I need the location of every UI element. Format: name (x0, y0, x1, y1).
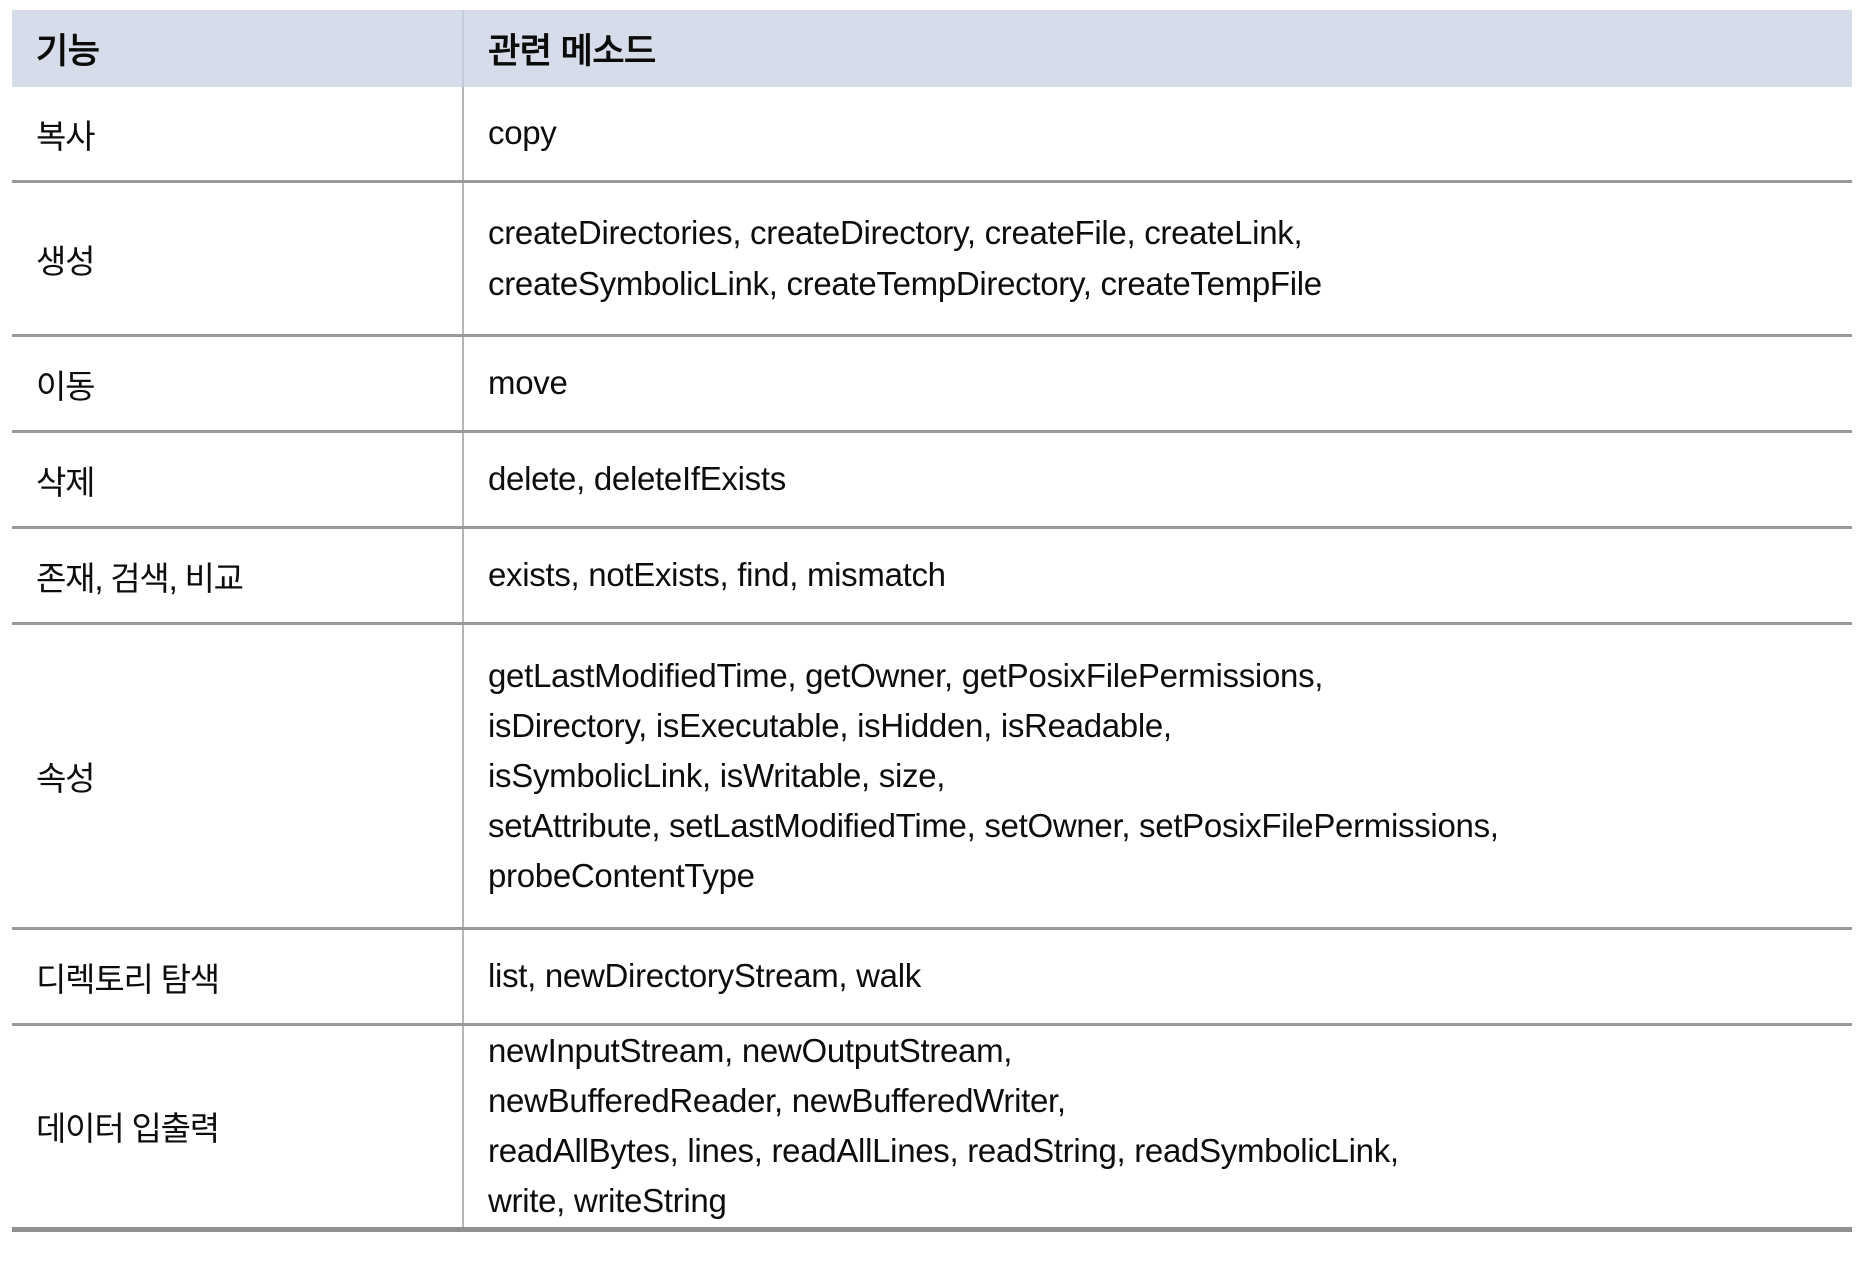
table-row: 생성 createDirectories, createDirectory, cr… (12, 180, 1852, 336)
methods-line: isDirectory, isExecutable, isHidden, isR… (488, 706, 1172, 744)
methods-cell: getLastModifiedTime, getOwner, getPosixF… (462, 622, 1852, 929)
table-row: 복사 copy (12, 87, 1852, 182)
methods-cell: newInputStream, newOutputStream, newBuffe… (462, 1023, 1852, 1230)
methods-line: write, writeString (488, 1182, 727, 1220)
table-container: 기능 관련 메소드 복사 copy 생성 createDirectories, cre… (12, 10, 1852, 1234)
table-row: 속성 getLastModifiedTime, getOwner, getPosi… (12, 622, 1852, 929)
methods-line: readAllBytes, lines, readAllLines, readS… (488, 1132, 1399, 1170)
methods-cell: exists, notExists, find, mismatch (462, 526, 1852, 624)
methods-line: newInputStream, newOutputStream, (488, 1032, 1013, 1069)
column-header-feature: 기능 (12, 10, 463, 87)
methods-line-list: delete, deleteIfExists (488, 454, 1852, 504)
methods-line: list, newDirectoryStream, walk (488, 957, 921, 995)
feature-cell: 디렉토리 탐색 (12, 927, 463, 1025)
feature-cell: 이동 (12, 334, 463, 432)
bottom-border-right (463, 1227, 1852, 1234)
feature-cell: 존재, 검색, 비교 (12, 526, 463, 624)
feature-cell: 생성 (12, 180, 463, 336)
table-footer (12, 1227, 1852, 1234)
methods-line: move (488, 364, 568, 402)
table-row: 디렉토리 탐색 list, newDirectoryStream, walk (12, 927, 1852, 1025)
methods-line-list: exists, notExists, find, mismatch (488, 550, 1852, 600)
methods-line-list: copy (488, 108, 1852, 158)
methods-line-list: move (488, 358, 1852, 408)
methods-line: getLastModifiedTime, getOwner, getPosixF… (488, 656, 1324, 694)
table-row: 삭제 delete, deleteIfExists (12, 430, 1852, 528)
methods-line: createSymbolicLink, createTempDirectory,… (488, 264, 1322, 302)
bottom-border-left (12, 1227, 463, 1234)
methods-line: createDirectories, createDirectory, crea… (488, 214, 1303, 252)
methods-line: probeContentType (488, 857, 755, 895)
table-bottom-border (12, 1227, 1852, 1234)
methods-line: setAttribute, setLastModifiedTime, setOw… (488, 807, 1499, 845)
methods-cell: copy (462, 87, 1852, 182)
methods-line: isSymbolicLink, isWritable, size, (488, 756, 946, 794)
methods-cell: delete, deleteIfExists (462, 430, 1852, 528)
feature-cell: 복사 (12, 87, 463, 182)
methods-line-list: createDirectories, createDirectory, crea… (488, 208, 1852, 308)
methods-line-list: newInputStream, newOutputStream, newBuffe… (488, 1026, 1852, 1227)
header-row: 기능 관련 메소드 (12, 10, 1852, 87)
feature-cell: 속성 (12, 622, 463, 929)
table-row: 존재, 검색, 비교 exists, notExists, find, misma… (12, 526, 1852, 624)
methods-line: exists, notExists, find, mismatch (488, 556, 946, 594)
methods-line: delete, deleteIfExists (488, 460, 786, 498)
table-header: 기능 관련 메소드 (12, 10, 1852, 87)
methods-cell: list, newDirectoryStream, walk (462, 927, 1852, 1025)
table-body: 복사 copy 생성 createDirectories, createDirecto… (12, 87, 1852, 1230)
column-header-methods: 관련 메소드 (462, 10, 1852, 87)
methods-line-list: list, newDirectoryStream, walk (488, 951, 1852, 1001)
feature-cell: 데이터 입출력 (12, 1023, 463, 1230)
methods-line-list: getLastModifiedTime, getOwner, getPosixF… (488, 651, 1852, 902)
methods-cell: createDirectories, createDirectory, crea… (462, 180, 1852, 336)
methods-line: copy (488, 114, 557, 152)
feature-cell: 삭제 (12, 430, 463, 528)
methods-cell: move (462, 334, 1852, 432)
methods-line: newBufferedReader, newBufferedWriter, (488, 1082, 1066, 1120)
methods-table: 기능 관련 메소드 복사 copy 생성 createDirectories, cre… (12, 10, 1852, 1234)
table-row: 이동 move (12, 334, 1852, 432)
